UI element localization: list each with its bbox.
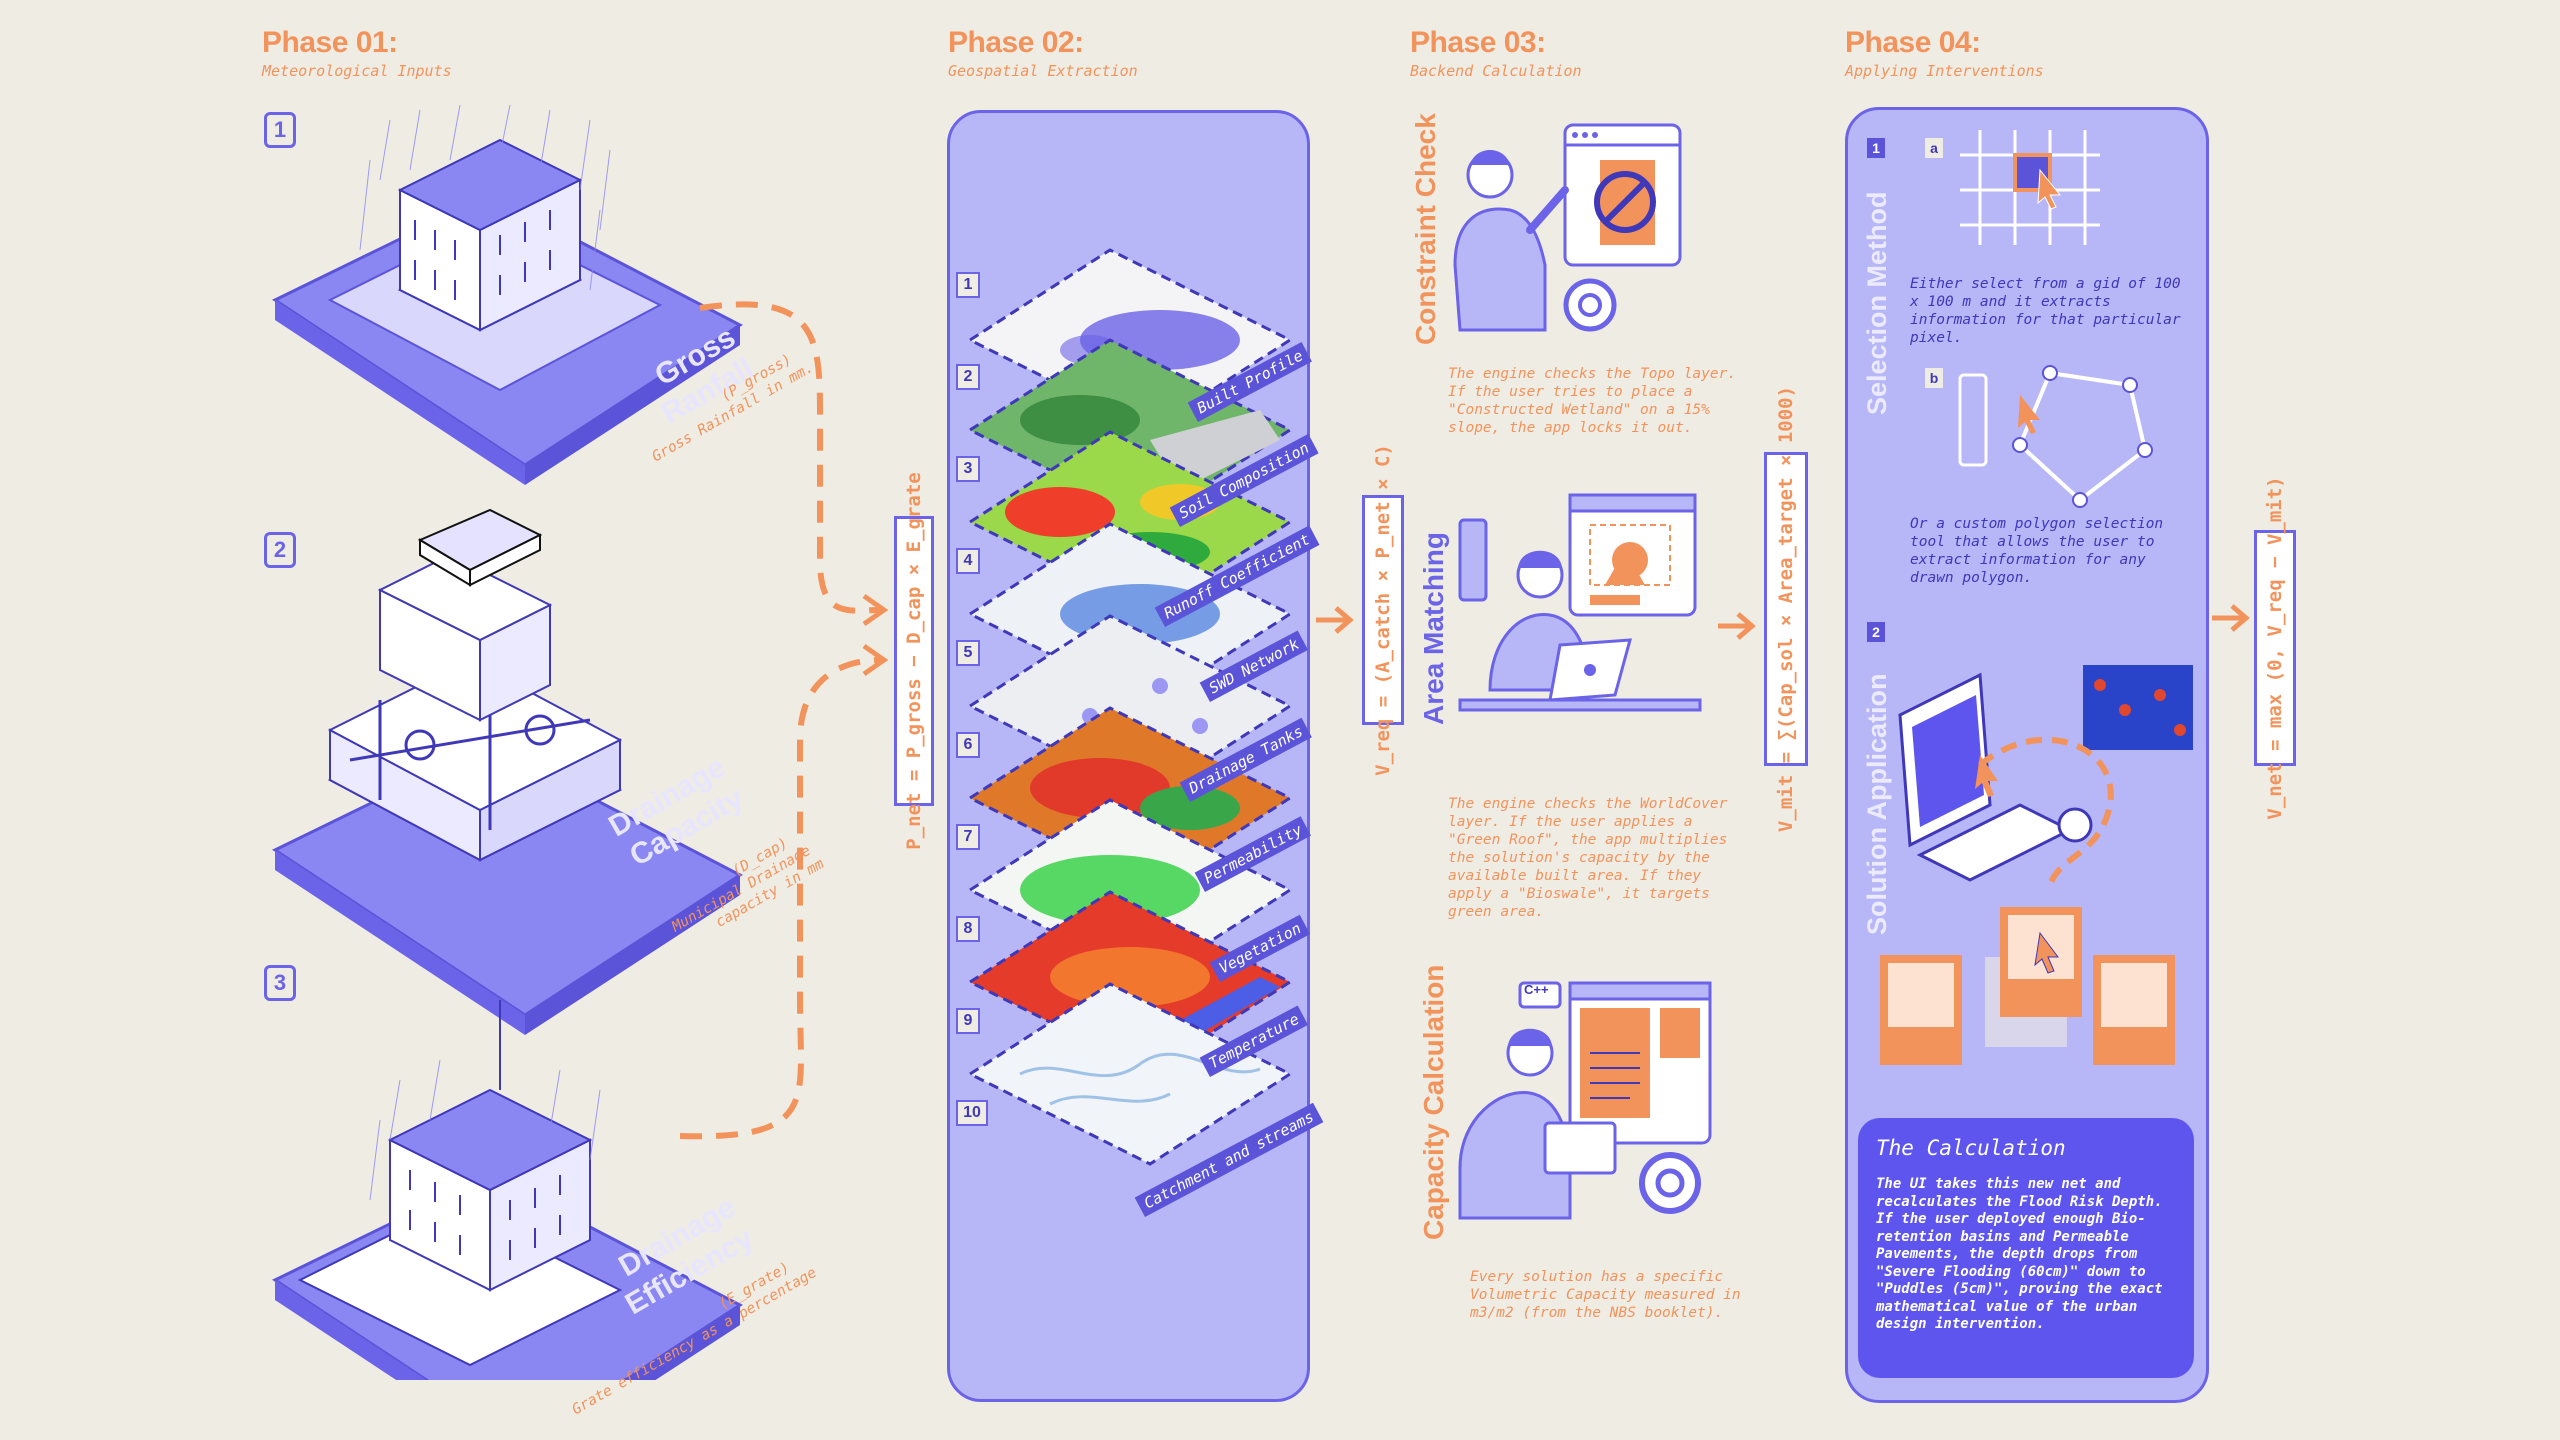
drainage-efficiency-plate [271, 1000, 743, 1380]
phase-4-illustrations [1880, 130, 2193, 1065]
layer-5-number: 5 [956, 640, 980, 666]
computer-illustration [1898, 665, 2193, 887]
drainage-capacity-plate [271, 508, 743, 1035]
capacity-calculation-illustration [1458, 981, 1712, 1220]
solution-cards [1880, 907, 2175, 1065]
code-tag: C++ [1524, 982, 1549, 997]
grid-selection-note: Either select from a gid of 100 x 100 m … [1910, 276, 2181, 346]
arrow-to-phase-3 [1316, 606, 1354, 634]
phase-3-subtitle: Backend Calculation [1410, 62, 1582, 80]
layer-10-number: 10 [956, 1100, 988, 1126]
capacity-calculation-note: Every solution has a specific Volumetric… [1470, 1269, 1741, 1321]
phase-1-title: Phase 01: [262, 26, 398, 59]
phase-4-title: Phase 04: [1845, 26, 1981, 59]
capacity-calculation-title: Capacity Calculation [1418, 964, 1449, 1240]
phase-1-formula: P_net = P_gross − D_cap × E_grate [894, 472, 934, 850]
calculation-box: The Calculation The UI takes this new ne… [1858, 1118, 2194, 1378]
phase-3-illustrations [1453, 123, 1712, 1220]
option-b-badge: b [1925, 368, 1943, 388]
layer-9-number: 9 [956, 1008, 980, 1034]
constraint-check-title: Constraint Check [1410, 113, 1441, 345]
item-2-badge: 2 [264, 532, 296, 568]
layer-1-number: 1 [956, 272, 980, 298]
layer-3-number: 3 [956, 456, 980, 482]
layer-7-number: 7 [956, 824, 980, 850]
step-2-badge: 2 [1867, 622, 1885, 642]
phase-2-subtitle: Geospatial Extraction [948, 62, 1138, 80]
arrow-to-phase-3-formula [1718, 612, 1756, 640]
calculation-title: The Calculation [1876, 1136, 2066, 1160]
layer-4-number: 4 [956, 548, 980, 574]
layer-6-number: 6 [956, 732, 980, 758]
area-matching-note: The engine checks the WorldCover layer. … [1448, 796, 1728, 920]
area-matching-illustration [1458, 493, 1702, 712]
area-matching-title: Area Matching [1418, 532, 1449, 725]
polygon-selection-illustration [1958, 365, 2153, 508]
phase-1-subtitle: Meteorological Inputs [262, 62, 452, 80]
item-3-badge: 3 [264, 965, 296, 1001]
step-1-badge: 1 [1867, 138, 1885, 158]
phase-3-formula: V_mit = ∑(Cap_sol × Area_target × 1000) [1764, 386, 1808, 832]
polygon-selection-note: Or a custom polygon selection tool that … [1910, 516, 2164, 586]
phase-2-title: Phase 02: [948, 26, 1084, 59]
phase-1-illustrations [271, 104, 889, 1380]
phase-4-formula: V_net = max (0, V_req − V_mit) [2254, 476, 2296, 820]
layer-8-number: 8 [956, 916, 980, 942]
layer-stack [966, 248, 1294, 1166]
phase-2-formula: V_req = (A_catch × P_net × C) [1362, 444, 1404, 776]
phase-3-title: Phase 03: [1410, 26, 1546, 59]
item-1-badge: 1 [264, 112, 296, 148]
phase-4-subtitle: Applying Interventions [1845, 62, 2044, 80]
calculation-body: The UI takes this new net and recalculat… [1876, 1176, 2163, 1332]
constraint-check-illustration [1453, 123, 1682, 332]
arrow-to-phase-4-formula [2212, 604, 2250, 632]
layer-2-number: 2 [956, 364, 980, 390]
option-a-badge: a [1925, 138, 1943, 158]
gross-rainfall-plate [271, 104, 743, 485]
constraint-check-note: The engine checks the Topo layer. If the… [1448, 366, 1737, 436]
